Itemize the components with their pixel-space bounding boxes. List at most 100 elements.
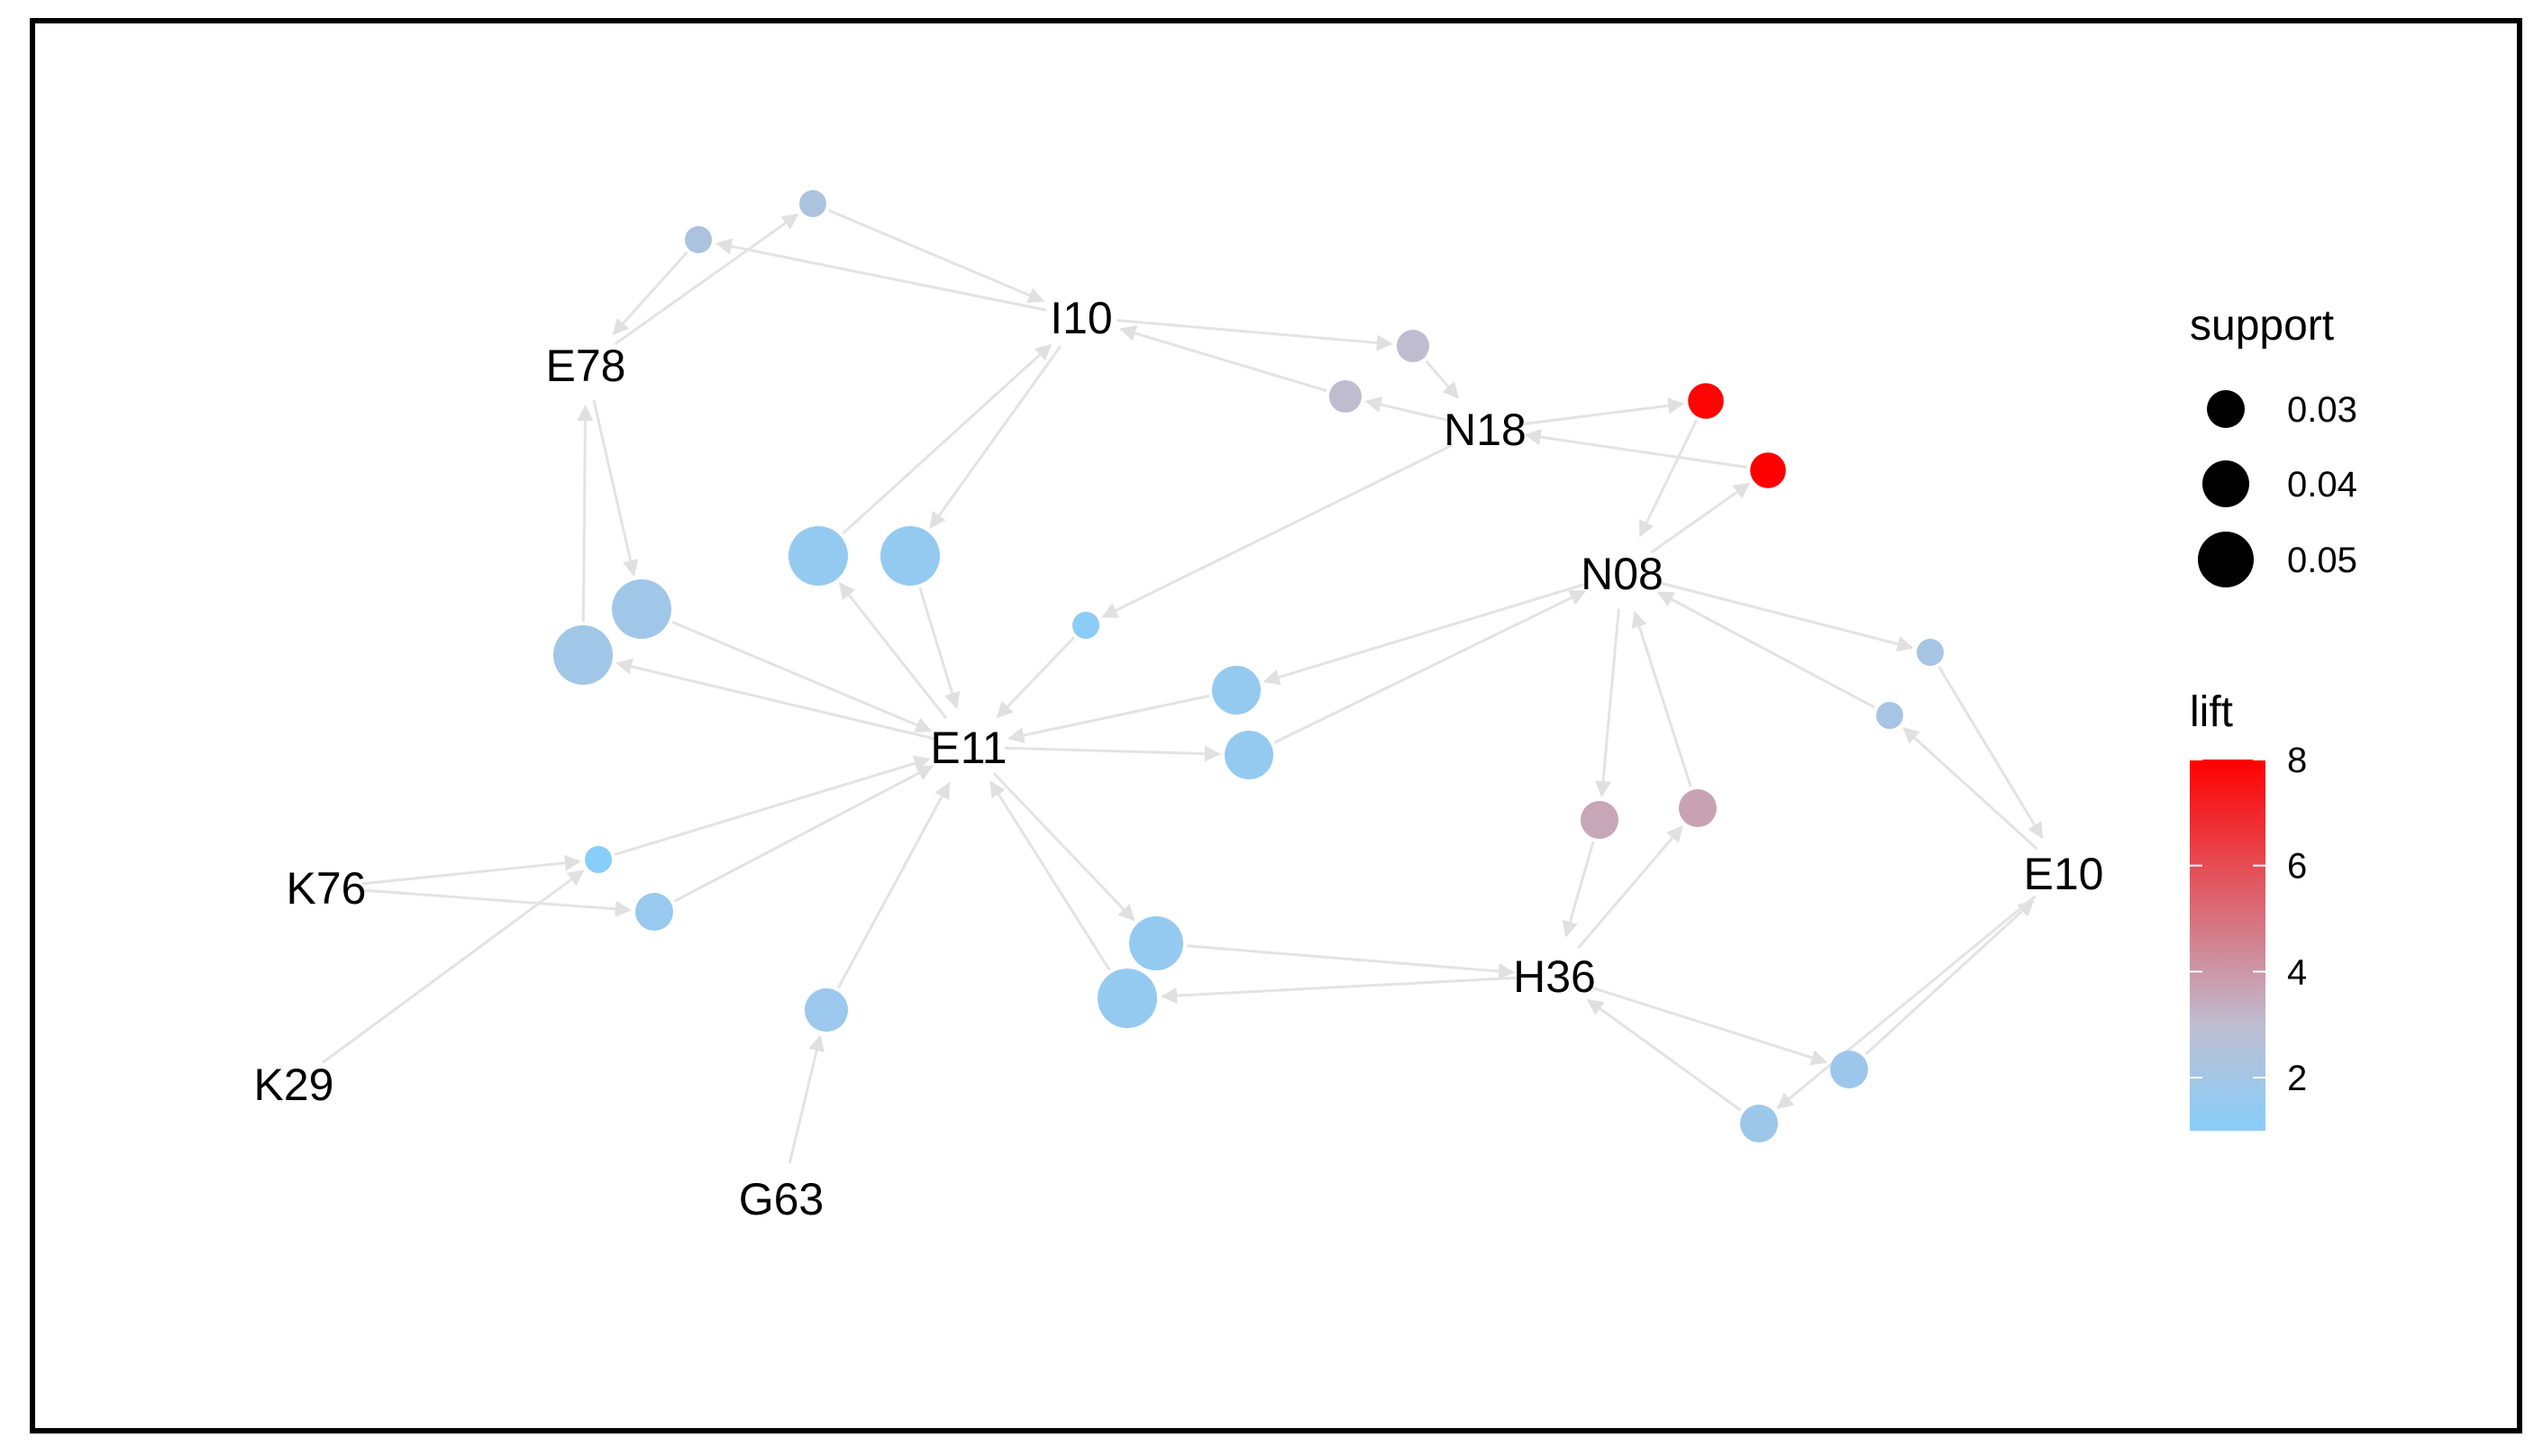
rule-node-r24 [1740, 1105, 1778, 1142]
lift-tick-label: 2 [2287, 1059, 2307, 1098]
support-legend-key-2 [2202, 460, 2249, 507]
edge-I10-to-rule [715, 238, 1047, 312]
item-label-e11: E11 [930, 723, 1007, 773]
item-label-n18: N18 [1444, 405, 1527, 455]
edge-rule-to-E11 [996, 636, 1075, 719]
rule-node-r8 [553, 625, 613, 685]
edge-rule-to-I10 [827, 209, 1045, 304]
rule-node-r17 [1581, 801, 1618, 839]
edge-rule-to-N08 [1657, 591, 1875, 709]
edge-N18-to-rule [1520, 397, 1685, 426]
edge-rule-to-E10 [1937, 666, 2044, 840]
lift-tick-label: 6 [2287, 847, 2307, 887]
edge-rule-to-H36 [1562, 841, 1595, 938]
item-label-k76: K76 [287, 863, 367, 914]
edge-rule-to-E10 [1864, 899, 2035, 1056]
edge-rule-to-I10 [1119, 325, 1327, 393]
plot-border [30, 18, 2522, 1433]
rule-node-r18 [585, 846, 612, 873]
item-label-n08: N08 [1581, 549, 1663, 599]
lift-tick-label: 4 [2287, 952, 2307, 992]
rule-node-r19 [635, 893, 673, 931]
edge-rule-to-E11 [989, 780, 1111, 971]
lift-colorbar [2190, 760, 2265, 1131]
edge-rule-to-E11 [836, 781, 951, 989]
edge-K76-to-rule [361, 888, 632, 917]
edge-rule-to-E78 [577, 405, 594, 623]
rule-node-r5 [1688, 383, 1724, 419]
rule-node-r22 [1098, 969, 1157, 1028]
edge-N18-to-rule [1364, 396, 1451, 423]
edge-G63-to-rule [788, 1034, 825, 1164]
edge-rule-to-N08 [1638, 419, 1698, 538]
lift-legend-title: lift [2190, 688, 2233, 736]
support-legend-key-3 [2198, 532, 2254, 587]
rule-node-r13 [1225, 731, 1273, 779]
rule-node-r2 [685, 226, 712, 253]
edge-rule-to-I10 [842, 343, 1053, 535]
edge-rule-to-N18 [1524, 429, 1747, 469]
rule-node-r20 [805, 988, 848, 1032]
edge-rule-to-H36 [1586, 998, 1742, 1112]
rule-node-r9 [880, 526, 940, 586]
item-label-e10: E10 [2024, 849, 2104, 899]
support-legend-title: support [2190, 302, 2334, 350]
edge-rule-to-E11 [673, 765, 934, 903]
edge-H36-to-rule [1576, 825, 1683, 950]
edge-K76-to-rule [361, 854, 581, 886]
support-legend-key-1 [2207, 390, 2245, 428]
lift-legend: lift 2 4 6 8 [2190, 688, 2307, 1131]
edge-rule-to-E11 [671, 621, 933, 733]
edge-N08-to-rule [1650, 482, 1751, 554]
rule-node-r23 [1830, 1051, 1868, 1088]
support-legend: support 0.03 0.04 0.05 [2190, 302, 2357, 587]
lift-colorbar-ticks: 2 4 6 8 [2190, 741, 2307, 1098]
edge-H36-to-rule [1588, 985, 1828, 1066]
rule-node-r14 [1917, 639, 1944, 666]
rule-node-r16 [1679, 789, 1717, 827]
rule-node-r15 [1876, 702, 1903, 729]
edge-N08-to-rule [1656, 580, 1914, 652]
edge-E78-to-rule [614, 213, 799, 346]
lift-tick-label: 8 [2287, 741, 2307, 780]
edge-E11-to-rule [615, 659, 934, 741]
edge-rule-to-H36 [1186, 944, 1515, 979]
edge-rule-to-N18 [1425, 359, 1459, 399]
edge-E78-to-rule [592, 399, 639, 577]
rule-node-r1 [799, 190, 826, 217]
edge-I10-to-rule [1117, 319, 1393, 351]
edge-layer [322, 209, 2044, 1164]
edge-I10-to-rule [929, 345, 1062, 529]
item-label-h36: H36 [1513, 951, 1596, 1002]
rule-node-r11 [1072, 612, 1099, 639]
rule-node-r7 [612, 579, 671, 639]
item-label-i10: I10 [1050, 293, 1113, 343]
edge-rule-to-N08 [1631, 611, 1692, 787]
edge-E10-to-rule [1902, 726, 2038, 851]
edge-rule-to-E11 [918, 587, 961, 709]
rule-node-r3 [1397, 330, 1429, 362]
support-legend-label-2: 0.04 [2287, 465, 2357, 505]
item-label-g63: G63 [739, 1174, 825, 1224]
support-legend-label-1: 0.03 [2287, 390, 2357, 430]
edge-H36-to-rule [1161, 976, 1519, 1005]
edge-N08-to-rule [1262, 582, 1589, 686]
edge-rule-to-E11 [1007, 694, 1210, 743]
rule-node-r12 [1212, 666, 1261, 714]
rule-node-r6 [1750, 452, 1786, 488]
edge-N08-to-rule [1595, 608, 1620, 797]
support-legend-label-3: 0.05 [2287, 541, 2357, 580]
edge-E10-to-rule [1776, 895, 2037, 1109]
edge-rule-to-N08 [1273, 589, 1587, 744]
item-label-k29: K29 [254, 1060, 334, 1110]
edge-rule-to-E11 [614, 755, 931, 856]
edge-E11-to-rule [992, 771, 1135, 922]
edge-N18-to-rule [1101, 443, 1454, 619]
rule-node-r21 [1129, 916, 1183, 970]
item-label-e78: E78 [546, 341, 626, 391]
edge-E11-to-rule [838, 582, 948, 720]
edge-E11-to-rule [1004, 745, 1221, 762]
rule-node-r10 [788, 526, 848, 586]
